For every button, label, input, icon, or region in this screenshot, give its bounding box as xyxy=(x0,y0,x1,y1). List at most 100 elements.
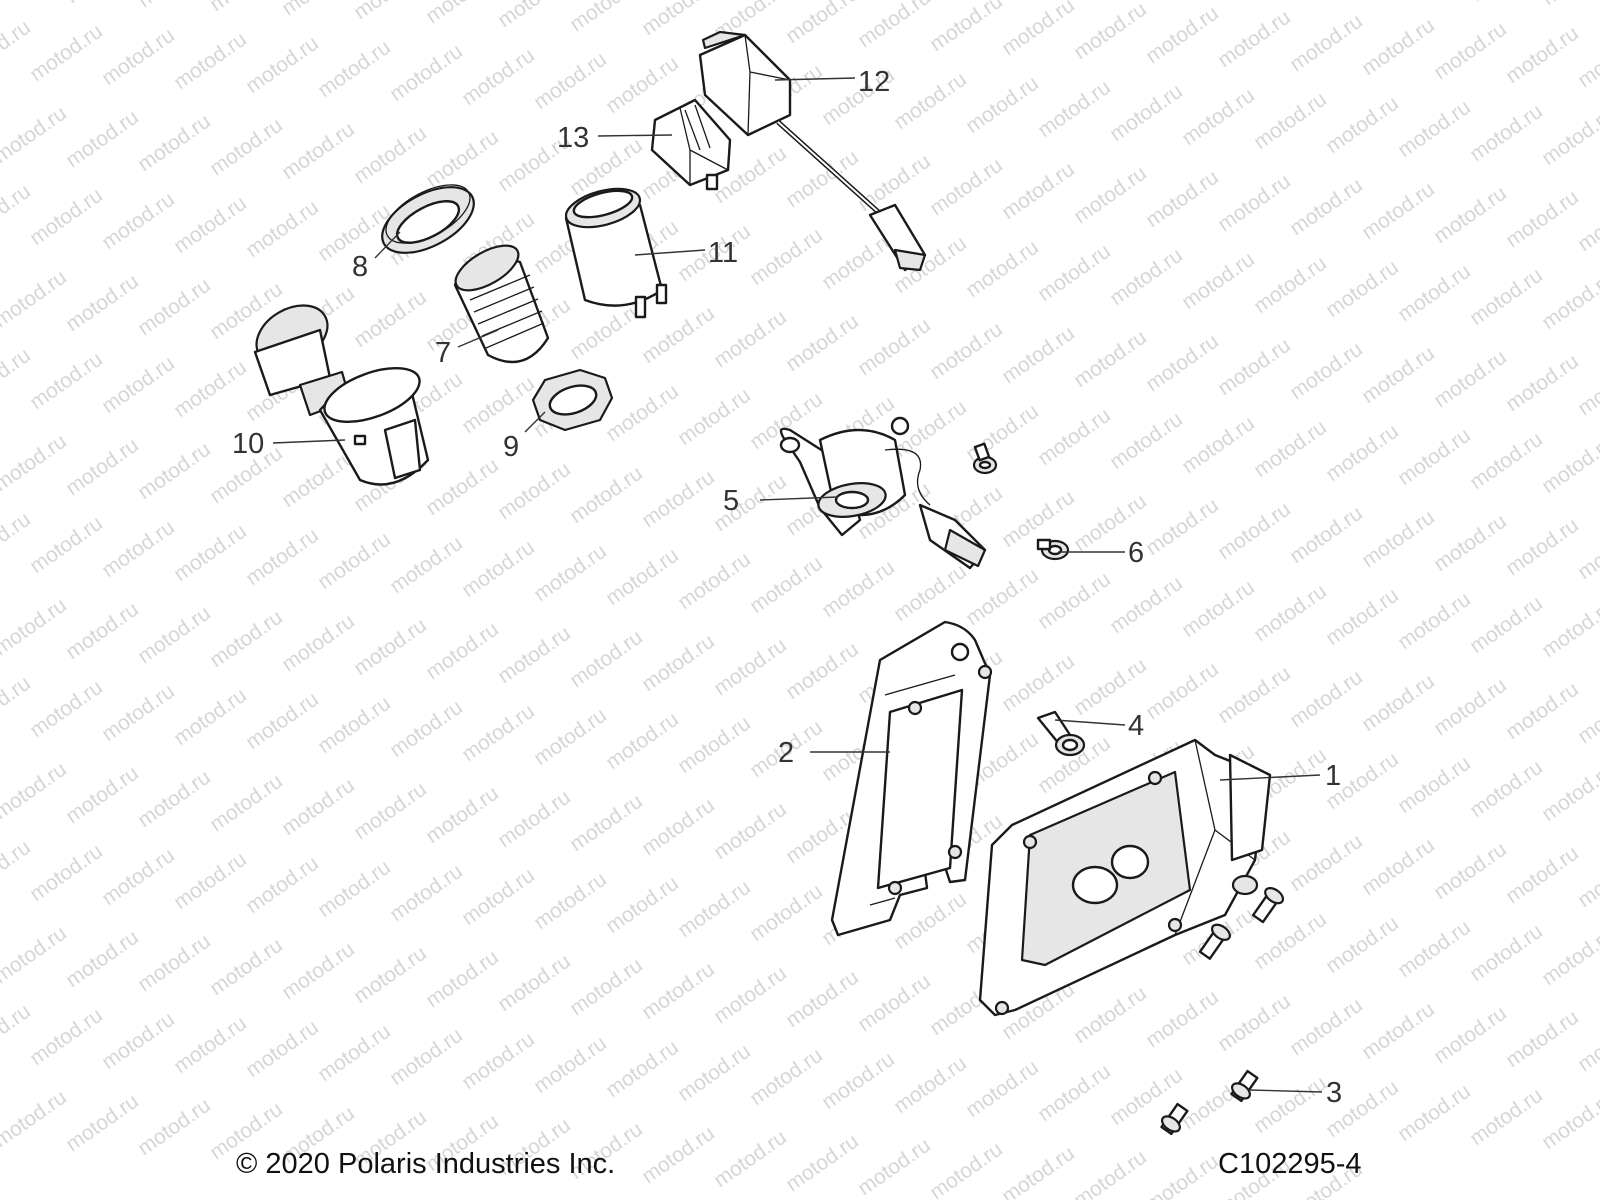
watermark-text: motod.ru xyxy=(854,970,935,1036)
watermark-text: motod.ru xyxy=(1178,576,1259,642)
watermark-text: motod.ru xyxy=(1322,256,1403,322)
watermark-text: motod.ru xyxy=(386,696,467,762)
diagram-code: C102295-4 xyxy=(1218,1148,1362,1180)
watermark-text: motod.ru xyxy=(854,0,935,52)
watermark-text: motod.ru xyxy=(854,314,935,380)
watermark-text: motod.ru xyxy=(602,380,683,446)
watermark-text: motod.ru xyxy=(1106,572,1187,638)
watermark-text: motod.ru xyxy=(746,224,827,290)
watermark-text: motod.ru xyxy=(314,36,395,102)
watermark-text: motod.ru xyxy=(1466,0,1547,6)
watermark-text: motod.ru xyxy=(1142,658,1223,724)
watermark-text: motod.ru xyxy=(638,794,719,860)
callouts: 1 2 3 4 5 6 7 8 9 10 11 12 13 xyxy=(232,66,1342,1109)
watermark-text: motod.ru xyxy=(818,1048,899,1114)
watermark-text: motod.ru xyxy=(530,1032,611,1098)
watermark-text: motod.ru xyxy=(890,68,971,134)
watermark-text: motod.ru xyxy=(926,0,1007,56)
part-11-flasher xyxy=(564,187,668,319)
watermark-text: motod.ru xyxy=(602,52,683,118)
watermark-text: motod.ru xyxy=(1286,338,1367,404)
watermark-text: motod.ru xyxy=(566,626,647,692)
watermark-text: motod.ru xyxy=(350,0,431,24)
watermark-text: motod.ru xyxy=(26,348,107,414)
watermark-text: motod.ru xyxy=(746,1044,827,1110)
watermark-text: motod.ru xyxy=(1286,502,1367,568)
watermark-text: motod.ru xyxy=(1178,412,1259,478)
watermark-text: motod.ru xyxy=(0,758,71,824)
watermark-text: motod.ru xyxy=(314,856,395,922)
watermark-text: motod.ru xyxy=(422,946,503,1012)
watermark-text: motod.ru xyxy=(278,774,359,840)
watermark-text: motod.ru xyxy=(422,0,503,28)
watermark-text: motod.ru xyxy=(26,1004,107,1070)
watermark-text: motod.ru xyxy=(0,430,71,496)
watermark-text: motod.ru xyxy=(1142,2,1223,68)
watermark-text: motod.ru xyxy=(206,770,287,836)
watermark-text: motod.ru xyxy=(134,766,215,832)
watermark-text: motod.ru xyxy=(890,888,971,954)
watermark-text: motod.ru xyxy=(98,188,179,254)
watermark-text: motod.ru xyxy=(62,926,143,992)
watermark-text: motod.ru xyxy=(1142,166,1223,232)
watermark-text: motod.ru xyxy=(602,708,683,774)
watermark-text: motod.ru xyxy=(1250,252,1331,318)
watermark-text: motod.ru xyxy=(1178,84,1259,150)
watermark-text: motod.ru xyxy=(602,544,683,610)
watermark-text: motod.ru xyxy=(566,462,647,528)
watermark-text: motod.ru xyxy=(1538,268,1600,334)
watermark-text: motod.ru xyxy=(1394,0,1475,2)
watermark-text: motod.ru xyxy=(422,618,503,684)
watermark-text: motod.ru xyxy=(1466,756,1547,822)
watermark-text: motod.ru xyxy=(782,638,863,704)
watermark-text: motod.ru xyxy=(170,192,251,258)
watermark-text: motod.ru xyxy=(1142,330,1223,396)
watermark-text: motod.ru xyxy=(26,184,107,250)
part-6-screws xyxy=(972,442,1070,561)
watermark-text: motod.ru xyxy=(530,704,611,770)
watermark-text: motod.ru xyxy=(998,650,1079,716)
watermark-text: motod.ru xyxy=(1394,260,1475,326)
watermark-text: motod.ru xyxy=(350,614,431,680)
part-13-relay xyxy=(650,98,732,191)
watermark-text: motod.ru xyxy=(0,922,71,988)
watermark-text: motod.ru xyxy=(782,146,863,212)
watermark-text: motod.ru xyxy=(1142,1150,1223,1200)
part-8-ring-nut xyxy=(381,184,475,254)
watermark-text: motod.ru xyxy=(98,680,179,746)
watermark-text: motod.ru xyxy=(638,958,719,1024)
watermark-text: motod.ru xyxy=(278,610,359,676)
watermark-text: motod.ru xyxy=(638,1122,719,1188)
watermark-text: motod.ru xyxy=(134,438,215,504)
watermark-text: motod.ru xyxy=(314,528,395,594)
watermark-text: motod.ru xyxy=(962,236,1043,302)
watermark-text: motod.ru xyxy=(1286,994,1367,1060)
watermark-text: motod.ru xyxy=(170,28,251,94)
watermark-text: motod.ru xyxy=(1142,494,1223,560)
watermark-text: motod.ru xyxy=(170,520,251,586)
leader-lines xyxy=(272,77,1323,1093)
watermark-text: motod.ru xyxy=(1430,182,1511,248)
watermark-text: motod.ru xyxy=(1430,838,1511,904)
watermark-text: motod.ru xyxy=(1466,920,1547,986)
copyright-text: © 2020 Polaris Industries Inc. xyxy=(236,1148,616,1180)
watermark-text: motod.ru xyxy=(1034,404,1115,470)
part-3-bolts xyxy=(1160,887,1285,1136)
watermark-text: motod.ru xyxy=(314,1020,395,1086)
watermark-text: motod.ru xyxy=(1034,240,1115,306)
watermark-text: motod.ru xyxy=(1502,842,1583,908)
watermark-text: motod.ru xyxy=(62,598,143,664)
watermark-text: motod.ru xyxy=(170,356,251,422)
watermark-text: motod.ru xyxy=(98,1008,179,1074)
watermark-text: motod.ru xyxy=(1214,662,1295,728)
watermark-text: motod.ru xyxy=(710,798,791,864)
watermark-text: motod.ru xyxy=(1358,14,1439,80)
watermark-text: motod.ru xyxy=(1322,92,1403,158)
callout-9: 9 xyxy=(503,431,519,463)
watermark-text: motod.ru xyxy=(1034,1060,1115,1126)
watermark-text: motod.ru xyxy=(1250,1072,1331,1138)
watermark-text: motod.ru xyxy=(1538,1088,1600,1154)
watermark-text: motod.ru xyxy=(1250,416,1331,482)
watermark-text: motod.ru xyxy=(134,274,215,340)
